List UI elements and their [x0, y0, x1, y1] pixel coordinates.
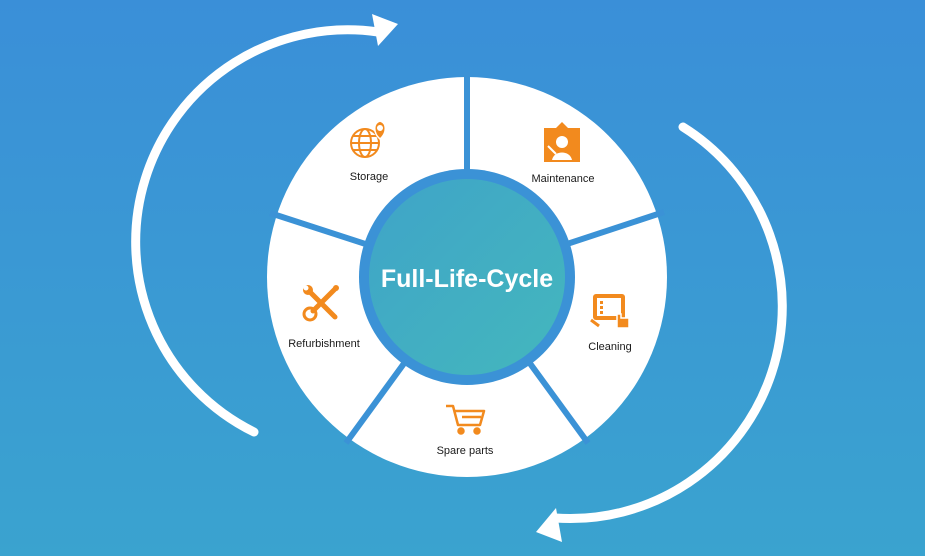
segment-label-refurbishment: Refurbishment [288, 338, 360, 350]
repair-worker-icon [544, 122, 580, 162]
center-circle [369, 179, 565, 375]
wrench-screwdriver-icon [302, 285, 339, 322]
segment-refurbishment: Refurbishment [288, 285, 360, 350]
segment-storage: Storage [350, 120, 389, 183]
segment-label-spare-parts: Spare parts [437, 445, 494, 457]
segment-label-storage: Storage [350, 171, 389, 183]
shopping-cart-icon [446, 404, 486, 435]
segment-label-maintenance: Maintenance [532, 173, 595, 185]
segment-maintenance: Maintenance [532, 122, 595, 185]
globe-location-icon [350, 120, 386, 158]
cycle-arrow-right [536, 122, 787, 542]
segment-label-cleaning: Cleaning [588, 341, 631, 353]
touch-screen-icon [590, 294, 630, 329]
cycle-arrow-left [131, 14, 398, 437]
center-title: Full-Life-Cycle [381, 265, 553, 293]
segment-cleaning: Cleaning [588, 294, 632, 353]
segment-spare-parts: Spare parts [437, 404, 494, 457]
